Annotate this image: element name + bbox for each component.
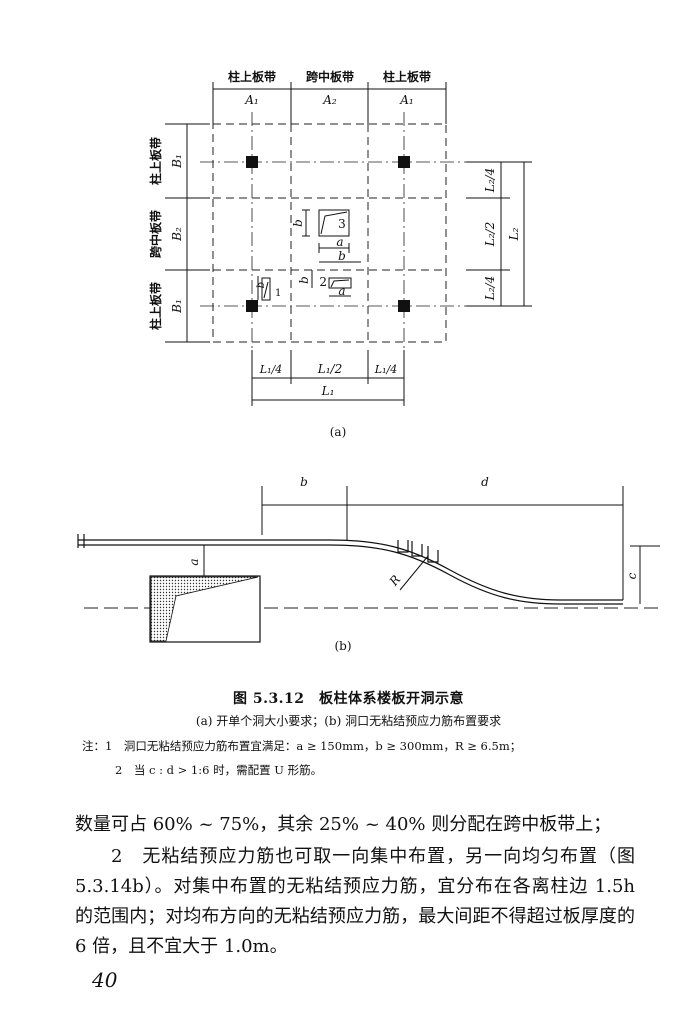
body-paragraph-1: 数量可占 60% ~ 75%，其余 25% ~ 40% 则分配在跨中板带上； [75,814,612,835]
figure-b-label: (b) [334,639,351,653]
figure-b: b d R a c (b) [77,475,660,653]
right-dim-3: L₂/4 [483,276,497,301]
top-label-3: 柱上板带 [383,69,431,84]
top-label-2: 跨中板带 [306,69,354,84]
figure-subcaption: (a) 开单个洞大小要求；(b) 洞口无粘结预应力筋布置要求 [195,714,502,728]
left-dim-2: B₂ [170,227,184,242]
opening-number-1: 1 [275,288,281,299]
dim-c-label: c [625,572,639,579]
figure-a-label: (a) [330,425,347,439]
right-dim-1: L₂/4 [483,168,497,193]
strip-grid [212,123,447,343]
opening-number-2: 2 [319,275,327,289]
opening-3-a-label: a [336,235,343,249]
bottom-total: L₁ [321,384,335,398]
opening-2 [311,270,352,297]
dim-b-label: b [300,475,308,489]
left-dim-3: B₁ [170,299,184,314]
bottom-dim-1: L₁/4 [259,363,282,376]
right-dim-2: L₂/2 [483,222,497,247]
top-dim-2: A₂ [322,93,337,107]
left-label-1: 柱上板带 [148,137,163,185]
note-2: 2 当 c : d > 1:6 时，需配置 U 形筋。 [115,763,323,777]
left-label-2: 跨中板带 [148,210,163,258]
columns [246,156,410,312]
column-axes [200,112,520,360]
body-paragraph-2: 2 无粘结预应力筋也可取一向集中布置，另一向均匀布置（图 5.3.14b）。对集… [75,846,635,957]
u-bars [397,540,439,563]
dim-a-label: a [187,558,201,565]
opening-1-b-label: b [256,282,267,288]
opening-3-b-label: b [291,219,305,227]
radius-label: R [386,572,403,589]
top-dim-3: A₁ [399,93,413,107]
page-number: 40 [92,968,118,992]
opening-2-a-label: a [338,284,345,298]
bottom-dim-2: L₁/2 [317,362,342,376]
opening-2-b-label: b [297,276,311,284]
top-dim-1: A₁ [244,93,258,107]
tendon-profile [77,534,623,605]
figure-caption: 图 5.3.12 板柱体系楼板开洞示意 [232,691,465,707]
left-dim-1: B₁ [170,154,184,169]
figure-a: 柱上板带 跨中板带 柱上板带 A₁ A₂ A₁ 柱上板带 跨中板带 柱上板带 B… [148,69,532,439]
top-label-1: 柱上板带 [228,69,276,84]
left-label-3: 柱上板带 [148,282,163,330]
right-total: L₂ [507,227,521,241]
opening-number-3: 3 [338,217,346,231]
note-1: 注：1 洞口无粘结预应力筋布置宜满足：a ≥ 150mm，b ≥ 300mm，R… [82,739,522,753]
dim-d-label: d [481,475,489,489]
bottom-dim-3: L₁/4 [374,363,397,376]
opening-3-b2-label: b [338,249,346,263]
opening-3 [302,209,361,263]
opening-section [149,575,261,643]
opening-1 [257,276,271,301]
